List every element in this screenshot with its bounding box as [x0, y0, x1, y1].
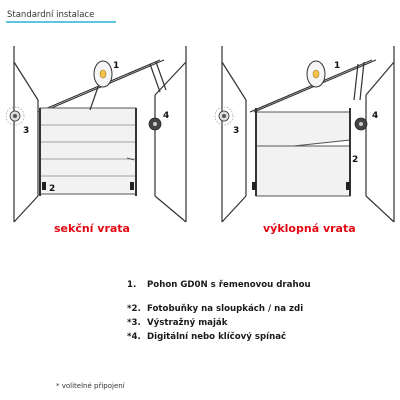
legend-item-opener: 1. Pohon GD0N s řemenovou drahou — [127, 280, 311, 290]
legend-item-number: 1. — [127, 280, 137, 290]
page-header-title: Standardní instalace — [7, 10, 95, 20]
garage-room-outline — [13, 46, 187, 223]
caption-sectional-door: sekční vrata — [54, 222, 130, 235]
photocell-right-icon — [130, 182, 134, 190]
footnote: * volitelné připojení — [56, 382, 125, 390]
legend-item-number: *4. — [127, 332, 141, 342]
photocell-left-icon — [42, 182, 46, 190]
legend-item-number: *2. — [127, 304, 141, 314]
legend-item-text: Výstražný maják — [147, 318, 228, 328]
key-switch-icon — [354, 117, 368, 131]
label-opener: 1 — [113, 61, 119, 71]
label-photocell: 2 — [49, 184, 55, 194]
sectional-door-diagram: 1 3 4 2 — [5, 46, 187, 223]
header-rule — [6, 21, 116, 23]
sectional-door-panel — [39, 107, 137, 196]
garage-room-outline — [221, 46, 395, 223]
opener-motor-icon — [89, 60, 113, 111]
up-and-over-door-diagram: 1 3 4 2 — [214, 46, 395, 223]
key-switch-icon — [148, 117, 162, 131]
label-opener: 1 — [334, 61, 340, 71]
label-beacon: 3 — [233, 126, 239, 136]
label-switch: 4 — [163, 111, 169, 121]
legend-item-number: *3. — [127, 318, 141, 328]
photocell-right-icon — [346, 182, 350, 190]
legend-item-photocells: *2. Fotobuňky na sloupkách / na zdi — [127, 304, 303, 314]
label-photocell: 2 — [352, 155, 358, 165]
photocell-left-icon — [252, 182, 256, 190]
caption-up-and-over-door: výklopná vrata — [263, 222, 356, 235]
legend-item-beacon: *3. Výstražný maják — [127, 318, 227, 328]
opener-motor-icon — [306, 60, 326, 88]
legend-item-text: Pohon GD0N s řemenovou drahou — [147, 280, 311, 290]
label-switch: 4 — [372, 111, 378, 121]
label-beacon: 3 — [23, 126, 29, 136]
warning-beacon-icon — [5, 106, 25, 126]
legend-item-text: Digitální nebo klíčový spínač — [147, 332, 287, 342]
up-and-over-door-panel — [255, 108, 351, 197]
warning-beacon-icon — [214, 106, 234, 126]
legend-item-switch: *4. Digitální nebo klíčový spínač — [127, 332, 286, 342]
legend-item-text: Fotobuňky na sloupkách / na zdi — [147, 304, 304, 314]
